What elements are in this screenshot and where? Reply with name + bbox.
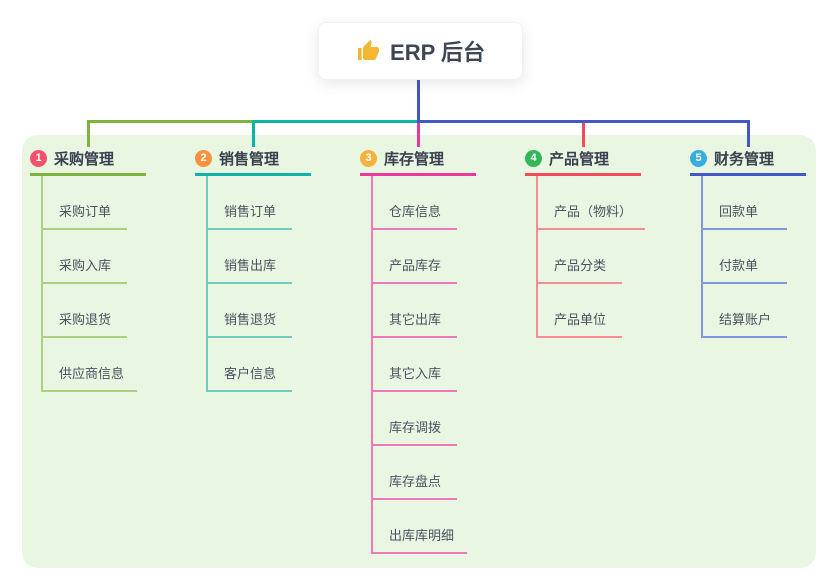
root-node[interactable]: ERP 后台 (318, 22, 523, 80)
connector-bar-right (417, 120, 750, 123)
branch-item[interactable]: 库存盘点 (373, 446, 457, 500)
branch: 5 财务管理 回款单付款单结算账户 (690, 147, 806, 338)
branch-header[interactable]: 2 销售管理 (195, 147, 311, 176)
connector-bar-mid (252, 120, 420, 123)
branch-item[interactable]: 产品库存 (373, 230, 457, 284)
branch-item[interactable]: 回款单 (703, 176, 787, 230)
branch-item[interactable]: 付款单 (703, 230, 787, 284)
connector-drop-2 (252, 120, 255, 147)
connector-bar-left (87, 120, 254, 123)
branch-item[interactable]: 产品（物料） (538, 176, 646, 230)
connector-drop-5 (747, 120, 750, 147)
branch-item[interactable]: 产品单位 (538, 284, 622, 338)
branch-item[interactable]: 销售出库 (208, 230, 292, 284)
branch-title: 采购管理 (54, 150, 115, 168)
root-label: ERP 后台 (390, 40, 485, 65)
branch-item[interactable]: 库存调拨 (373, 392, 457, 446)
branch-item[interactable]: 仓库信息 (373, 176, 457, 230)
branch-item[interactable]: 采购退货 (43, 284, 127, 338)
branch-item[interactable]: 采购入库 (43, 230, 127, 284)
branch-title: 库存管理 (384, 150, 445, 168)
branch-item[interactable]: 销售订单 (208, 176, 292, 230)
branch: 1 采购管理 采购订单采购入库采购退货供应商信息 (30, 147, 146, 392)
branch-number-badge: 3 (360, 149, 377, 167)
branch-item[interactable]: 产品分类 (538, 230, 622, 284)
connector-drop-4 (582, 120, 585, 147)
branch: 3 库存管理 仓库信息产品库存其它出库其它入库库存调拨库存盘点出库库明细 (360, 147, 476, 554)
branch-item-list: 销售订单销售出库销售退货客户信息 (206, 176, 292, 392)
branch-item[interactable]: 其它出库 (373, 284, 457, 338)
branch-number-badge: 1 (30, 149, 47, 167)
connector-drop-3 (417, 120, 420, 147)
branch-title: 财务管理 (714, 150, 775, 168)
connector-drop-1 (87, 120, 90, 147)
branch-item[interactable]: 出库库明细 (373, 500, 468, 554)
branch-number-badge: 4 (525, 149, 542, 167)
branch-number-badge: 2 (195, 149, 212, 167)
branch-item-list: 仓库信息产品库存其它出库其它入库库存调拨库存盘点出库库明细 (371, 176, 468, 554)
connector-root-stem (417, 80, 420, 123)
branch-item[interactable]: 客户信息 (208, 338, 292, 392)
branches-panel (22, 135, 816, 568)
branch-title: 产品管理 (549, 150, 610, 168)
branch-header[interactable]: 3 库存管理 (360, 147, 476, 176)
branch: 2 销售管理 销售订单销售出库销售退货客户信息 (195, 147, 311, 392)
branch-title: 销售管理 (219, 150, 280, 168)
thumbs-up-icon (356, 39, 380, 63)
branch-item[interactable]: 采购订单 (43, 176, 127, 230)
branch-header[interactable]: 1 采购管理 (30, 147, 146, 176)
branch-item[interactable]: 其它入库 (373, 338, 457, 392)
branch-item-list: 采购订单采购入库采购退货供应商信息 (41, 176, 138, 392)
branch: 4 产品管理 产品（物料）产品分类产品单位 (525, 147, 646, 338)
branch-item[interactable]: 供应商信息 (43, 338, 138, 392)
branch-header[interactable]: 4 产品管理 (525, 147, 641, 176)
branch-item[interactable]: 结算账户 (703, 284, 787, 338)
branch-item-list: 回款单付款单结算账户 (701, 176, 787, 338)
branch-item[interactable]: 销售退货 (208, 284, 292, 338)
branch-item-list: 产品（物料）产品分类产品单位 (536, 176, 646, 338)
branch-header[interactable]: 5 财务管理 (690, 147, 806, 176)
branch-number-badge: 5 (690, 149, 707, 167)
